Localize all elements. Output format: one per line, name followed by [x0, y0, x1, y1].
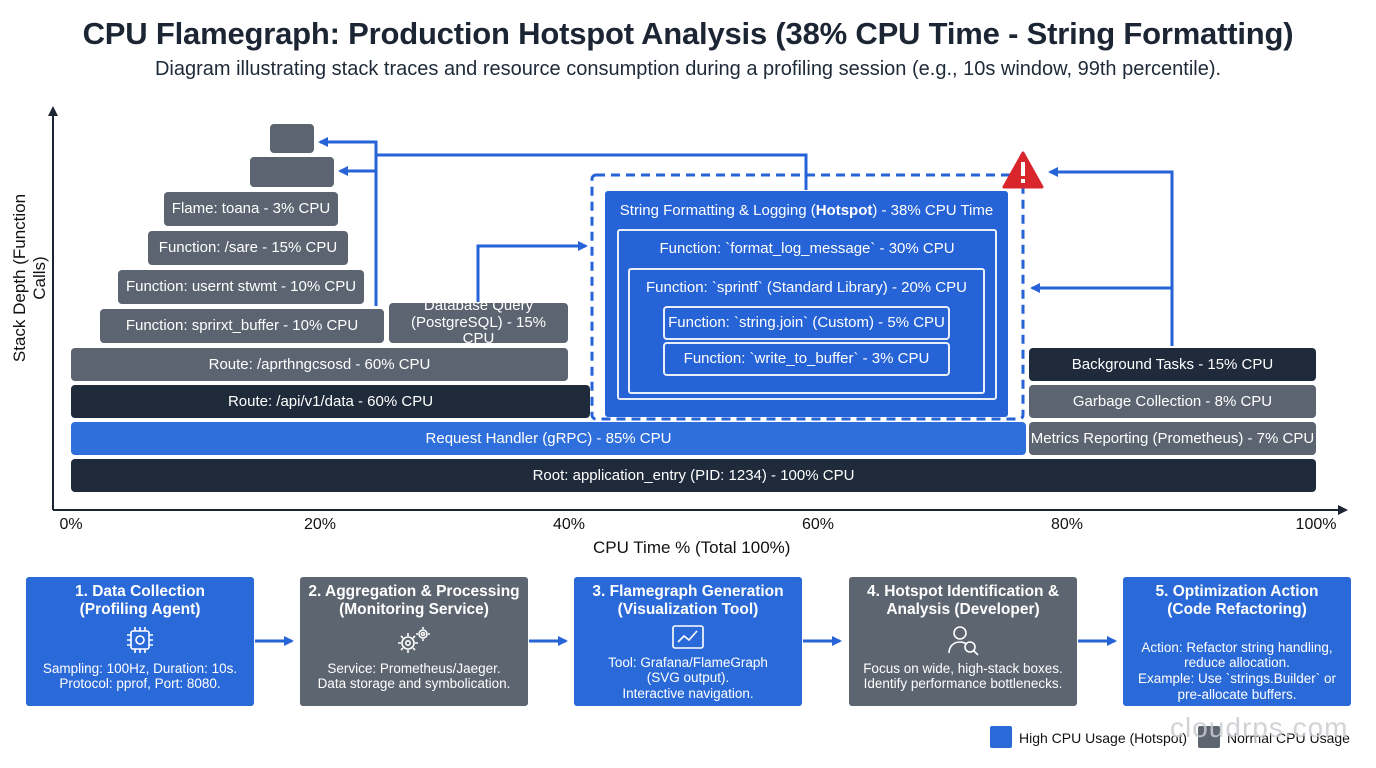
connector-hotspot-to-top	[376, 153, 808, 190]
frame-request-handler[interactable]: Request Handler (gRPC) - 85% CPU	[71, 422, 1026, 455]
step-description: Tool: Grafana/FlameGraph (SVG output). I…	[608, 654, 768, 702]
watermark: cloudrps.com	[1170, 712, 1349, 743]
frame-sprint-buffer[interactable]: Function: sprirxt_buffer - 10% CPU	[100, 309, 384, 343]
frame-metrics-reporting[interactable]: Metrics Reporting (Prometheus) - 7% CPU	[1029, 422, 1316, 455]
frame-route-other[interactable]: Route: /aprthngcsosd - 60% CPU	[71, 348, 568, 381]
diagram-title: CPU Flamegraph: Production Hotspot Analy…	[82, 16, 1294, 51]
frame-garbage-collection[interactable]: Garbage Collection - 8% CPU	[1029, 385, 1316, 418]
frame-write-to-buffer[interactable]: Function: `write_to_buffer` - 3% CPU	[663, 342, 950, 376]
connector-background-to-warning	[1048, 167, 1174, 346]
frame-format-log-message[interactable]: Function: `format_log_message` - 30% CPU	[617, 229, 997, 400]
x-tick-label: 20%	[303, 516, 337, 533]
chart-icon	[582, 623, 794, 651]
step-aggregation[interactable]: 2. Aggregation & Processing (Monitoring …	[300, 577, 528, 706]
y-axis-label: Stack Depth (Function Calls)	[10, 193, 49, 363]
frame-sprintf[interactable]: Function: `sprintf` (Standard Library) -…	[628, 268, 985, 394]
step-description: Action: Refactor string handling, reduce…	[1137, 639, 1337, 703]
gears-icon	[308, 623, 520, 657]
legend-swatch-high	[990, 726, 1012, 748]
frame-sare[interactable]: Function: /sare - 15% CPU	[148, 231, 348, 265]
frame-string-join[interactable]: Function: `string.join` (Custom) - 5% CP…	[663, 306, 950, 340]
x-tick-label: 40%	[552, 516, 586, 533]
hotspot-title: String Formatting & Logging (Hotspot) - …	[619, 202, 994, 219]
step-description: Service: Prometheus/Jaeger. Data storage…	[317, 660, 511, 692]
legend-swatch-normal	[1198, 726, 1220, 748]
developer-search-icon	[857, 623, 1069, 657]
connector-db-to-hotspot	[476, 241, 588, 302]
step-optimization-action[interactable]: 5. Optimization Action (Code Refactoring…	[1123, 577, 1351, 706]
step-flamegraph-generation[interactable]: 3. Flamegraph Generation (Visualization …	[574, 577, 802, 706]
step-description: Focus on wide, high-stack boxes. Identif…	[863, 660, 1063, 692]
step-title: 4. Hotspot Identification & Analysis (De…	[866, 583, 1060, 619]
frame-unlabeled-1[interactable]	[250, 157, 334, 187]
database-query-label: Database Query (PostgreSQL) - 15% CPU	[410, 297, 547, 348]
step-title: 2. Aggregation & Processing (Monitoring …	[308, 583, 520, 619]
hotspot-container[interactable]: String Formatting & Logging (Hotspot) - …	[605, 191, 1008, 417]
frame-route-api[interactable]: Route: /api/v1/data - 60% CPU	[71, 385, 590, 418]
legend-label-high: High CPU Usage (Hotspot)	[1019, 730, 1188, 746]
step-data-collection[interactable]: 1. Data Collection (Profiling Agent) Sam…	[26, 577, 254, 706]
step-description: Sampling: 100Hz, Duration: 10s. Protocol…	[42, 660, 238, 692]
frame-usert[interactable]: Function: usernt stwmt - 10% CPU	[118, 270, 364, 304]
diagram-subtitle: Diagram illustrating stack traces and re…	[154, 58, 1222, 80]
step-title: 5. Optimization Action (Code Refactoring…	[1155, 583, 1319, 619]
x-tick-label: 60%	[801, 516, 835, 533]
x-tick-label: 0%	[59, 516, 83, 533]
frame-flame-toana[interactable]: Flame: toana - 3% CPU	[164, 192, 338, 226]
legend-label-normal: Normal CPU Usage	[1227, 730, 1350, 746]
chip-icon	[34, 623, 246, 657]
connector-top-stack	[318, 137, 378, 306]
x-tick-label: 100%	[1295, 516, 1337, 533]
warning-icon	[1002, 151, 1044, 189]
frame-database-query[interactable]: Database Query (PostgreSQL) - 15% CPU	[389, 298, 568, 347]
frame-root[interactable]: Root: application_entry (PID: 1234) - 10…	[71, 459, 1316, 492]
x-tick-label: 80%	[1050, 516, 1084, 533]
x-axis-label: CPU Time % (Total 100%)	[593, 538, 791, 557]
frame-unlabeled-2[interactable]	[270, 124, 314, 153]
frame-background-tasks[interactable]: Background Tasks - 15% CPU	[1029, 348, 1316, 381]
step-title: 3. Flamegraph Generation (Visualization …	[592, 583, 784, 619]
step-title: 1. Data Collection (Profiling Agent)	[74, 583, 206, 619]
step-hotspot-identification[interactable]: 4. Hotspot Identification & Analysis (De…	[849, 577, 1077, 706]
